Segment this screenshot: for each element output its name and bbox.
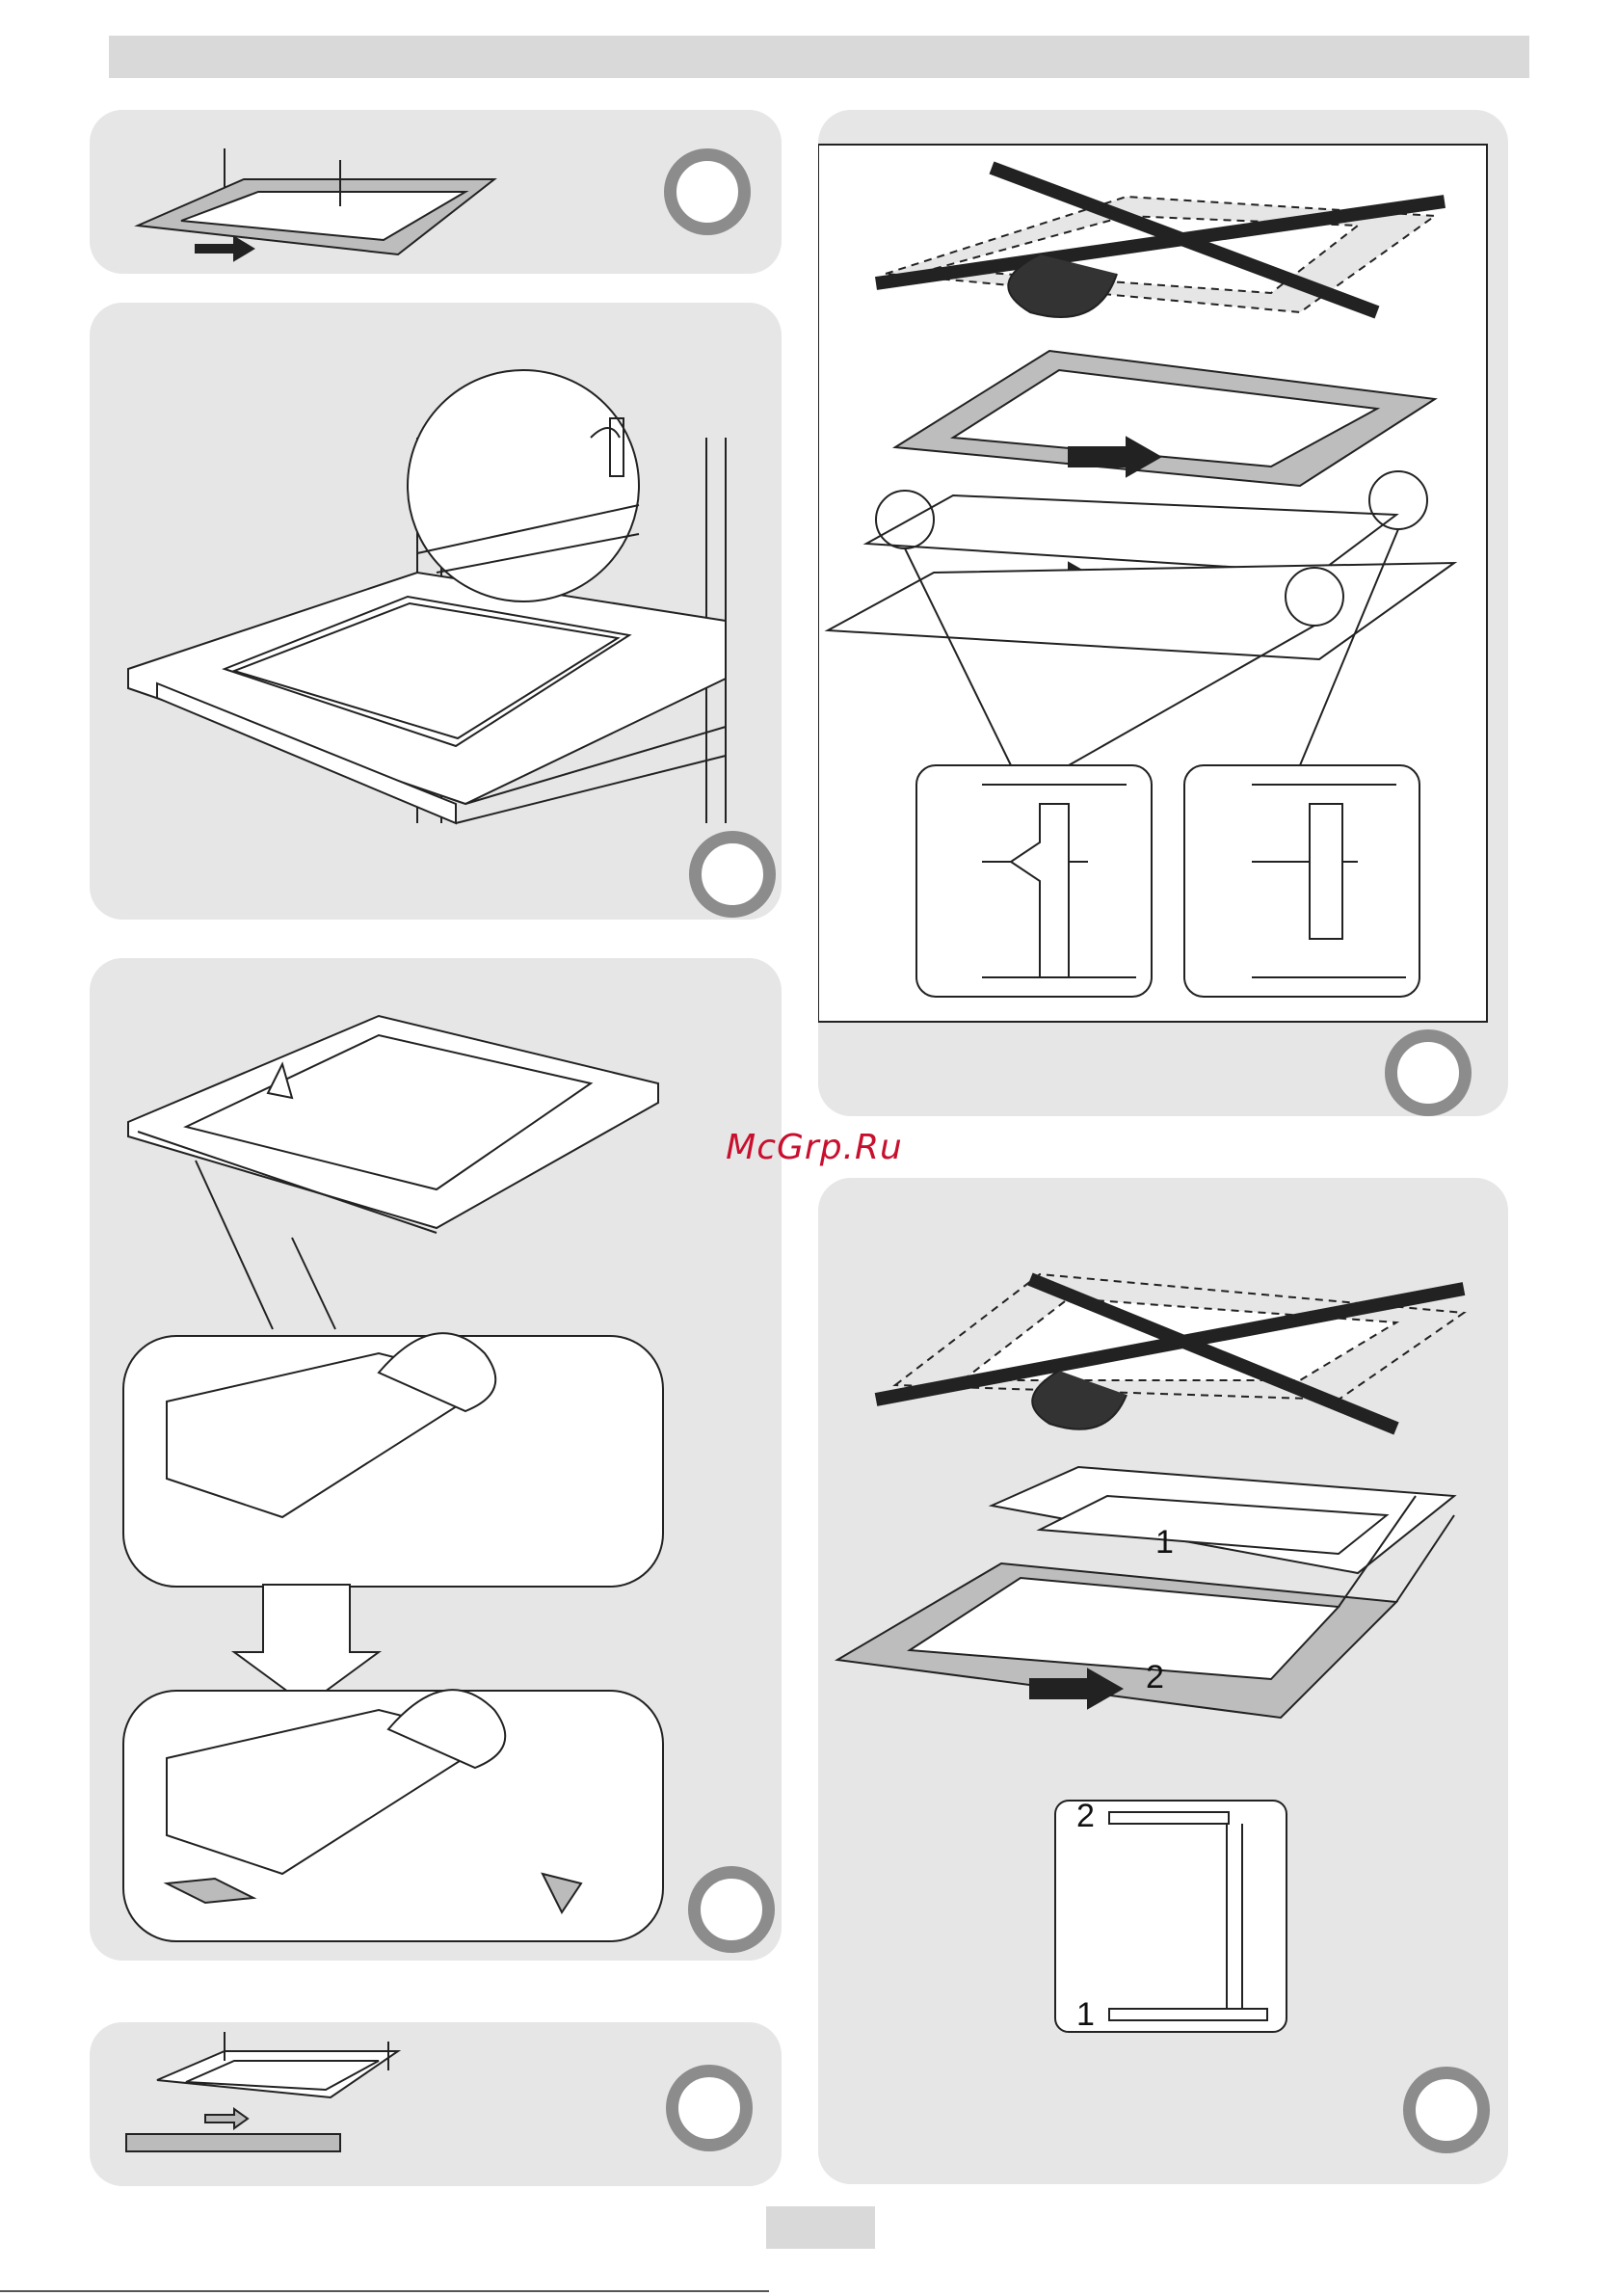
page-number-box bbox=[766, 2206, 875, 2249]
panel-step-5 bbox=[818, 110, 1508, 1116]
watermark: McGrp.Ru bbox=[718, 1128, 911, 1167]
step-circle-icon bbox=[1403, 2067, 1490, 2153]
step-circle-icon bbox=[664, 148, 751, 235]
header-bar bbox=[109, 36, 1529, 78]
footer-line bbox=[0, 2290, 769, 2292]
panel-step-2 bbox=[90, 303, 782, 920]
illustration-glass-insertion: 1 2 2 1 bbox=[818, 1178, 1508, 2184]
step-circle-icon bbox=[689, 831, 776, 918]
panel-step-3 bbox=[90, 958, 782, 1961]
illustration-door-hinge bbox=[90, 303, 782, 920]
label-detail-1: 1 bbox=[1076, 1996, 1095, 2033]
label-detail-2: 2 bbox=[1076, 1798, 1095, 1834]
label-glass-2: 2 bbox=[1146, 1659, 1164, 1695]
illustration-glass-assembly bbox=[818, 110, 1508, 1116]
step-circle-icon bbox=[666, 2065, 753, 2151]
step-circle-icon bbox=[1385, 1029, 1472, 1116]
panel-step-4 bbox=[90, 2022, 782, 2186]
label-glass-1: 1 bbox=[1155, 1524, 1174, 1561]
step-circle-icon bbox=[688, 1866, 775, 1953]
illustration-door-screwdriver bbox=[90, 958, 782, 1961]
panel-step-6: 1 2 2 1 bbox=[818, 1178, 1508, 2184]
panel-step-1 bbox=[90, 110, 782, 274]
